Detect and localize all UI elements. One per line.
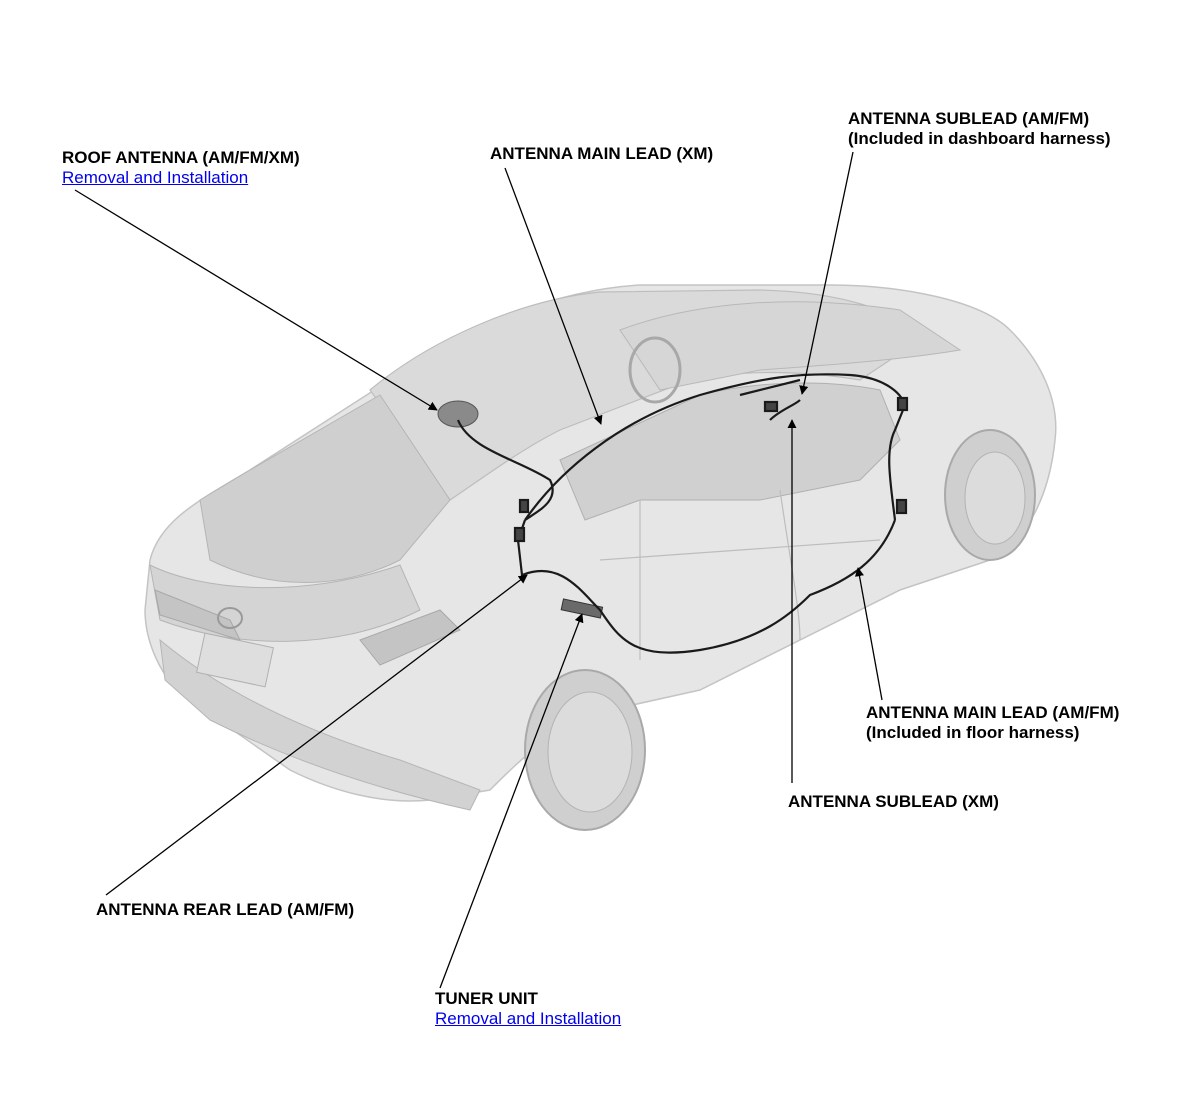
tuner-unit-label: TUNER UNIT Removal and Installation — [435, 989, 621, 1029]
door-lines — [599, 489, 881, 660]
sublead-xm-wire — [739, 378, 801, 421]
rear-lead-amfm-title: ANTENNA REAR LEAD (AM/FM) — [96, 900, 355, 919]
main-lead-amfm-title: ANTENNA MAIN LEAD (AM/FM) — [866, 703, 1120, 722]
sublead-amfm-note: (Included in dashboard harness) — [848, 129, 1111, 148]
connector — [763, 400, 779, 413]
tail-light-right — [359, 609, 461, 666]
roof-antenna-removal-link[interactable]: Removal and Installation — [62, 168, 249, 187]
sublead-xm-title: ANTENNA SUBLEAD (XM) — [788, 792, 999, 811]
rear-lead-amfm-label: ANTENNA REAR LEAD (AM/FM) — [96, 900, 354, 920]
rear-window — [199, 394, 451, 583]
tuner-unit-title: TUNER UNIT — [435, 989, 538, 1008]
roof-antenna-title: ROOF ANTENNA (AM/FM/XM) — [62, 148, 300, 167]
tail-light-left — [154, 589, 241, 641]
leader-main-lead-xm — [504, 167, 603, 425]
main-lead-xm-title: ANTENNA MAIN LEAD (XM) — [490, 144, 714, 163]
main-lead-xm-label: ANTENNA MAIN LEAD (XM) — [490, 144, 713, 164]
antenna-harness — [456, 373, 909, 654]
main-lead-amfm-label: ANTENNA MAIN LEAD (AM/FM) (Included in f… — [866, 703, 1119, 743]
main-lead-amfm-wire — [888, 404, 907, 521]
emblem — [217, 607, 243, 629]
sublead-amfm-label: ANTENNA SUBLEAD (AM/FM) (Included in das… — [848, 109, 1111, 149]
rear-wheel-hub — [547, 691, 633, 813]
steering-wheel — [628, 336, 682, 404]
front-wheel-hub — [964, 451, 1026, 545]
rear-lead-wire — [516, 519, 897, 654]
leader-roof-antenna — [74, 189, 438, 411]
rear-bumper — [159, 638, 481, 811]
car-illustration — [144, 284, 1057, 831]
main-lead-amfm-note: (Included in floor harness) — [866, 723, 1080, 742]
roof-antenna-label: ROOF ANTENNA (AM/FM/XM) Removal and Inst… — [62, 148, 300, 188]
roof-antenna-part — [437, 400, 479, 428]
sublead-xm-label: ANTENNA SUBLEAD (XM) — [788, 792, 999, 812]
side-windows — [559, 382, 901, 521]
license-plate — [196, 632, 274, 688]
leader-tuner-unit — [439, 613, 584, 989]
leader-rear-lead — [105, 574, 528, 896]
leader-main-lead-amfm — [854, 567, 883, 701]
windshield — [619, 301, 962, 391]
main-lead-xm-wire — [456, 373, 907, 521]
leader-lines — [74, 151, 883, 989]
connector — [895, 498, 908, 515]
connector — [896, 396, 909, 412]
tuner-unit-removal-link[interactable]: Removal and Installation — [435, 1009, 622, 1028]
sublead-amfm-title: ANTENNA SUBLEAD (AM/FM) — [848, 109, 1090, 128]
connector — [518, 498, 530, 514]
leader-sublead-amfm — [799, 151, 854, 395]
connector — [513, 526, 526, 543]
